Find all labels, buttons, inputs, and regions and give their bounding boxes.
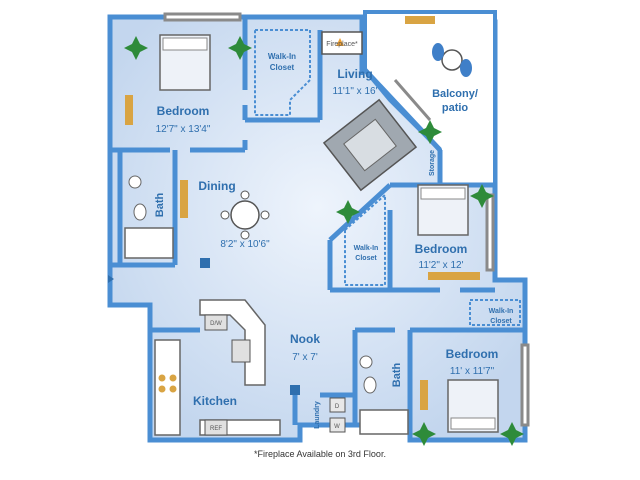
- plant-icon: [336, 200, 360, 224]
- balcony-label-line2: patio: [442, 102, 469, 114]
- bath1-label: Bath: [154, 193, 166, 218]
- interior-walls: [110, 17, 525, 440]
- dining-table-icon: [220, 190, 270, 240]
- refrigerator-label: REF: [210, 426, 222, 432]
- bedroom2-dims: 11'2" x 12': [419, 260, 464, 271]
- toilet-icon: [363, 376, 377, 394]
- column-icon: [200, 258, 210, 268]
- walkin1-line2: Closet: [270, 63, 295, 72]
- toilet-icon: [133, 203, 147, 221]
- bath2-label: Bath: [391, 363, 403, 388]
- walkin2-line2: Closet: [355, 255, 377, 262]
- washer-box: [329, 417, 346, 433]
- nook-label: Nook: [290, 332, 320, 346]
- planter-icon: [405, 16, 435, 24]
- bed-icon: [159, 34, 211, 91]
- floor-area: [107, 10, 528, 443]
- bedroom3-label: Bedroom: [446, 347, 499, 361]
- walkin3-line2: Closet: [490, 318, 512, 325]
- stove-icon: [158, 374, 177, 393]
- sideboard-icon: [180, 180, 188, 218]
- dresser-icon: [420, 380, 428, 410]
- living-label: Living: [337, 67, 372, 81]
- dresser-icon: [125, 95, 133, 125]
- refrigerator-box: [204, 419, 228, 436]
- bed-icon: [417, 184, 469, 236]
- dishwasher-box: [204, 314, 228, 331]
- bathtub-icon: [359, 409, 409, 435]
- plant-icon: [412, 422, 436, 446]
- bedroom1-label: Bedroom: [157, 104, 210, 118]
- living-dims: 11'1" x 16': [333, 86, 378, 97]
- sink-icon: [359, 355, 373, 369]
- plant-icon: [124, 36, 148, 60]
- plant-icon: [500, 422, 524, 446]
- bed-icon: [447, 379, 499, 433]
- dining-dims: 8'2" x 10'6": [220, 239, 270, 250]
- plant-icon: [418, 120, 442, 144]
- fire-icon: [336, 38, 344, 46]
- plant-icons: [124, 36, 524, 446]
- washer-label: W: [334, 424, 340, 430]
- walkin2-line1: Walk-In: [354, 245, 379, 252]
- windows: [163, 12, 530, 427]
- storage-label: Storage: [429, 150, 436, 176]
- balcony-label-line1: Balcony/: [432, 88, 478, 100]
- nook-dims: 7' x 7': [292, 352, 318, 363]
- column-icon: [290, 385, 300, 395]
- entry-arrow-icon: [108, 275, 114, 283]
- plant-icon: [228, 36, 252, 60]
- dryer-label: D: [335, 404, 340, 410]
- patio-table-icon: [432, 43, 472, 77]
- bedroom1-dims: 12'7" x 13'4": [156, 124, 211, 135]
- walkin3-line1: Walk-In: [489, 308, 514, 315]
- sofa-set-icon: [322, 98, 418, 192]
- walkin1-line1: Walk-In: [268, 52, 296, 61]
- dresser-icon: [428, 272, 480, 280]
- footnote: *Fireplace Available on 3rd Floor.: [254, 449, 386, 459]
- kitchen-sink-icon: [231, 339, 251, 363]
- kitchen-label: Kitchen: [193, 394, 237, 408]
- bedroom2-label: Bedroom: [415, 242, 468, 256]
- plant-icon: [470, 184, 494, 208]
- dryer-box: [329, 397, 346, 413]
- closet-shelves: [254, 29, 521, 326]
- sink-icon: [128, 175, 142, 189]
- dishwasher-label: D/W: [210, 321, 222, 327]
- laundry-label: Laundry: [314, 401, 321, 429]
- fireplace-label: Fireplace*: [326, 41, 358, 48]
- dining-label: Dining: [198, 179, 235, 193]
- bathtub-icon: [124, 227, 174, 259]
- bedroom3-dims: 11' x 11'7": [450, 366, 495, 377]
